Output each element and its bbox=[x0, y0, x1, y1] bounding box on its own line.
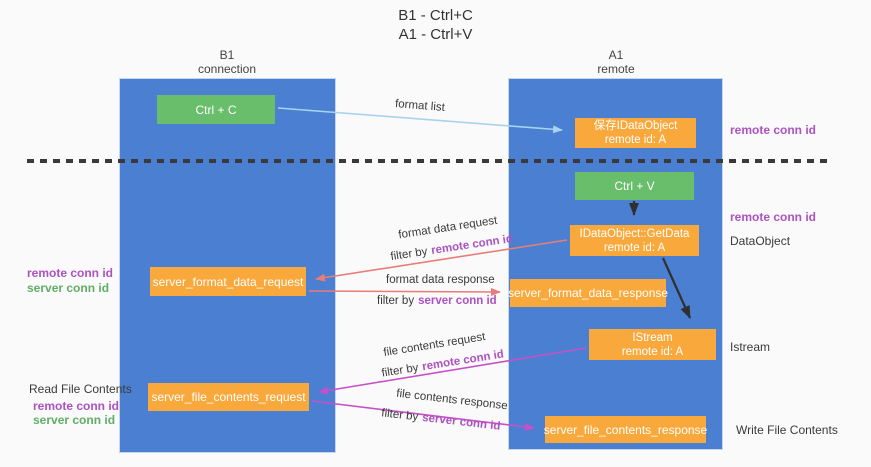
lane-header-a1: A1 remote bbox=[536, 48, 696, 76]
diagram-title: B1 - Ctrl+C A1 - Ctrl+V bbox=[0, 6, 871, 44]
label-format-data-response: format data response bbox=[386, 274, 495, 286]
filter-by-text: filter by bbox=[377, 295, 415, 307]
title-line-2: A1 - Ctrl+V bbox=[398, 26, 473, 43]
node-save-idataobject-line2: remote id: A bbox=[604, 134, 667, 146]
arrow-format-data-response bbox=[308, 287, 501, 296]
lane-b1-subtitle: connection bbox=[197, 62, 257, 76]
node-idataobject-getdata-line1: IDataObject::GetData bbox=[579, 227, 690, 240]
node-istream-line2: remote id: A bbox=[621, 345, 684, 358]
label-file-contents-response: file contents response bbox=[395, 387, 509, 413]
remote-conn-id-text: remote conn id bbox=[421, 348, 505, 374]
filter-by-text: filter by bbox=[380, 361, 420, 380]
left-server-conn-id-1: server conn id bbox=[27, 281, 110, 295]
node-ctrl-c-label: Ctrl + C bbox=[195, 102, 237, 117]
server-conn-id-text: server conn id bbox=[421, 411, 501, 433]
node-save-idataobject-line1: 保存IDataObject bbox=[593, 120, 678, 132]
node-server-format-data-request-label: server_format_data_request bbox=[152, 274, 304, 289]
left-remote-conn-id-2: remote conn id bbox=[33, 399, 120, 413]
lane-a1-subtitle: remote bbox=[597, 62, 635, 76]
label-format-list: format list bbox=[394, 98, 446, 114]
right-dataobject-label: DataObject bbox=[730, 234, 791, 248]
right-istream-label: Istream bbox=[730, 340, 771, 354]
remote-conn-id-text: remote conn id bbox=[430, 232, 514, 257]
filter-by-text: filter by bbox=[389, 245, 429, 264]
node-server-file-contents-response-label: server_file_contents_response bbox=[543, 422, 708, 437]
right-remote-conn-id-1: remote conn id bbox=[730, 123, 817, 137]
node-server-file-contents-request-label: server_file_contents_request bbox=[151, 390, 306, 404]
left-remote-conn-id-1: remote conn id bbox=[27, 266, 114, 280]
right-write-file-contents-label: Write File Contents bbox=[736, 423, 838, 437]
right-remote-conn-id-2: remote conn id bbox=[730, 210, 817, 224]
node-server-format-data-response-label: server_format_data_response bbox=[507, 286, 669, 300]
node-ctrl-v-label: Ctrl + V bbox=[614, 179, 655, 193]
node-ctrl-c: Ctrl + C bbox=[157, 95, 275, 124]
node-save-idataobject: 保存IDataObject remote id: A bbox=[575, 118, 696, 148]
server-conn-id-text: server conn id bbox=[418, 295, 497, 307]
left-read-file-contents-label: Read File Contents bbox=[29, 382, 132, 396]
lane-b1-title: B1 bbox=[219, 48, 235, 62]
node-server-format-data-response: server_format_data_response bbox=[507, 279, 669, 307]
filter-by-text: filter by bbox=[380, 407, 419, 424]
lane-header-b1: B1 connection bbox=[147, 48, 307, 76]
node-istream: IStream remote id: A bbox=[589, 329, 716, 360]
lane-a1-title: A1 bbox=[608, 48, 624, 62]
session-divider-dashed-line bbox=[27, 159, 830, 163]
title-line-1: B1 - Ctrl+C bbox=[398, 7, 473, 24]
node-ctrl-v: Ctrl + V bbox=[575, 172, 694, 200]
node-istream-line1: IStream bbox=[632, 331, 673, 344]
left-server-conn-id-2: server conn id bbox=[33, 413, 116, 427]
node-idataobject-getdata: IDataObject::GetData remote id: A bbox=[570, 225, 699, 256]
node-server-file-contents-request: server_file_contents_request bbox=[148, 383, 309, 411]
node-idataobject-getdata-line2: remote id: A bbox=[603, 241, 666, 254]
node-server-file-contents-response: server_file_contents_response bbox=[543, 416, 708, 443]
node-server-format-data-request: server_format_data_request bbox=[150, 267, 306, 296]
